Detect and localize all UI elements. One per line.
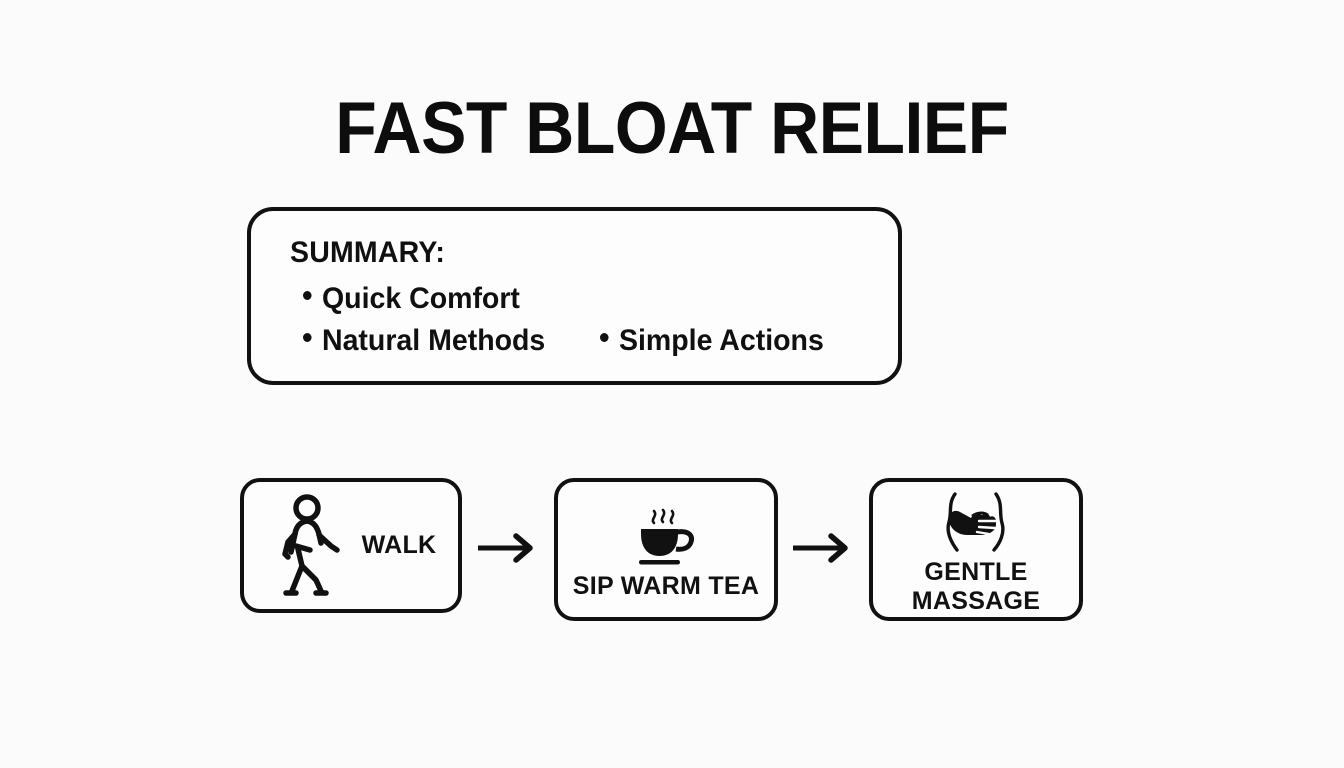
flow-step-label: WALK: [361, 531, 437, 559]
summary-bullet-quick-comfort: Quick Comfort: [303, 282, 520, 315]
page-title: FAST BLOAT RELIEF: [335, 88, 1009, 169]
bullet-dot-icon: [303, 332, 312, 342]
summary-bullet-label: Natural Methods: [322, 323, 546, 357]
flow-step-label: GENTLE MASSAGE: [911, 557, 1041, 615]
bullet-dot-icon: [600, 332, 609, 342]
process-flow: WALK: [0, 470, 1344, 630]
tea-cup-icon: [629, 506, 703, 568]
hand-on-belly-massage-icon: [933, 490, 1019, 556]
summary-bullet-label: Quick Comfort: [322, 281, 520, 315]
bullet-dot-icon: [303, 290, 312, 300]
summary-bullet-row-2: Natural Methods Simple Actions: [290, 324, 880, 357]
arrow-right-icon-2: [793, 528, 855, 568]
summary-card: SUMMARY: Quick Comfort Natural Methods S…: [247, 207, 902, 385]
summary-bullet-row-1: Quick Comfort: [290, 282, 880, 315]
flow-step-label: SIP WARM TEA: [572, 572, 760, 600]
walking-person-icon: [274, 493, 348, 598]
summary-bullet-label: Simple Actions: [619, 323, 824, 357]
summary-content: SUMMARY: Quick Comfort Natural Methods S…: [290, 237, 880, 357]
flow-step-gentle-massage[interactable]: GENTLE MASSAGE: [869, 478, 1083, 621]
arrow-right-icon-1: [478, 528, 540, 568]
flow-step-sip-warm-tea[interactable]: SIP WARM TEA: [554, 478, 778, 621]
flow-step-walk[interactable]: WALK: [240, 478, 462, 613]
summary-heading: SUMMARY:: [290, 236, 446, 269]
summary-bullet-natural-methods: Natural Methods: [303, 324, 545, 357]
summary-bullet-simple-actions: Simple Actions: [600, 324, 824, 357]
